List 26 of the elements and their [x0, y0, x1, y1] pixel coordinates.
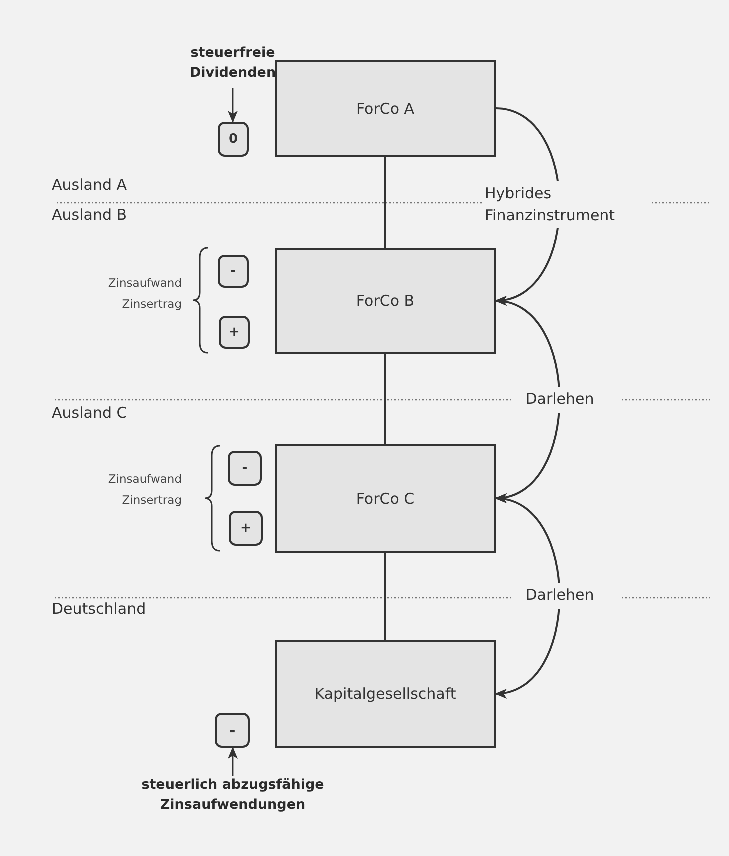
sign-box: -	[228, 451, 262, 486]
sign-box: +	[229, 511, 263, 546]
region-label: Ausland A	[52, 176, 127, 194]
connector-line	[384, 354, 386, 444]
sign-box: -	[218, 255, 249, 288]
region-label: Deutschland	[52, 600, 146, 618]
sign-box: -	[215, 713, 250, 748]
note-text: steuerlich abzugsfähige Zinsaufwendungen	[110, 776, 356, 820]
curved-arrow	[495, 298, 561, 502]
sign-box: 0	[218, 122, 249, 157]
side-note: Zinsertrag	[122, 493, 182, 507]
side-note: Zinsaufwand	[108, 472, 182, 486]
curved-arrow	[495, 496, 561, 697]
arrow	[228, 88, 238, 123]
company-box: ForCo A	[275, 60, 496, 157]
region-label: Ausland C	[52, 404, 128, 422]
side-note: Zinsaufwand	[108, 276, 182, 290]
sign-box: +	[219, 316, 250, 349]
company-box: ForCo C	[275, 444, 496, 553]
company-box: Kapitalgesellschaft	[275, 640, 496, 748]
company-box: ForCo B	[275, 248, 496, 354]
connector-line	[384, 553, 386, 640]
arrow	[228, 747, 238, 776]
connector-line	[384, 157, 386, 248]
region-label: Ausland B	[52, 206, 128, 224]
side-note: Zinsertrag	[122, 297, 182, 311]
